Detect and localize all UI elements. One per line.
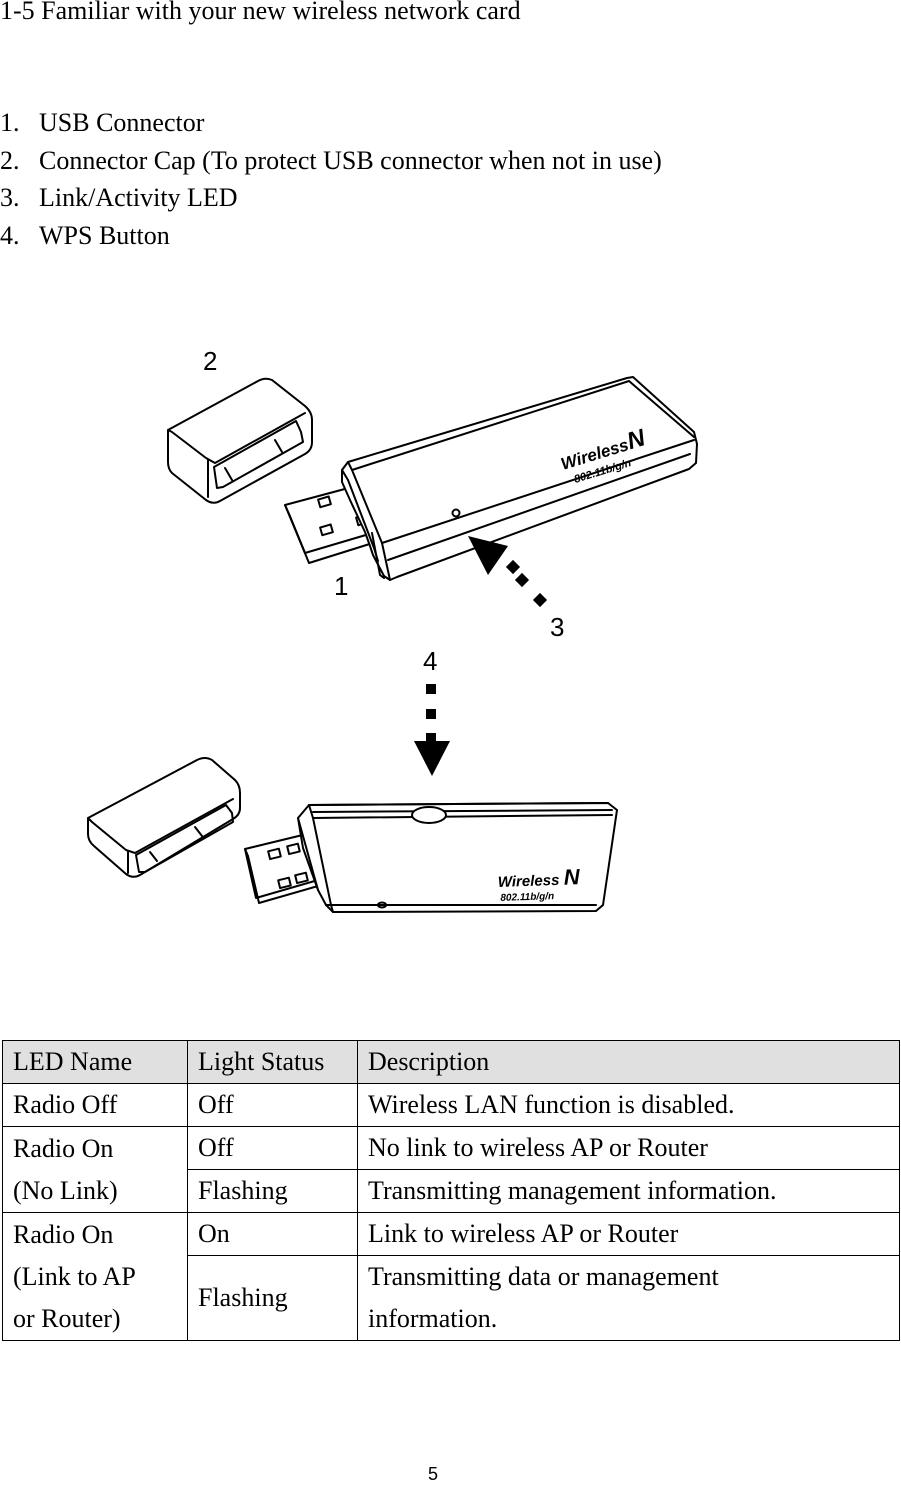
led-status-table: LED Name Light Status Description Radio …: [2, 1040, 900, 1341]
led-name-line: Radio On: [13, 1219, 114, 1249]
led-name-line: (No Link): [13, 1175, 118, 1205]
description-cell: Link to wireless AP or Router: [357, 1212, 900, 1256]
status-cell: Flashing: [187, 1169, 358, 1213]
led-indicator: [451, 508, 461, 518]
description-cell: Wireless LAN function is disabled.: [357, 1083, 900, 1127]
callout-3: 3: [550, 612, 564, 642]
item-number: 1.: [0, 108, 20, 137]
status-cell: On: [187, 1212, 358, 1256]
page-number: 5: [427, 1464, 438, 1484]
brand-text: Wireless: [498, 872, 560, 891]
parts-list-item: 2. Connector Cap (To protect USB connecto…: [0, 144, 662, 182]
description-cell: Transmitting management information.: [357, 1169, 900, 1213]
table-row: Radio Off Off Wireless LAN function is d…: [2, 1083, 900, 1127]
status-cell: Off: [187, 1126, 358, 1170]
status-cell: Off: [187, 1083, 358, 1127]
header-description: Description: [357, 1040, 900, 1084]
callout-2: 2: [203, 346, 217, 376]
item-number: 4.: [0, 220, 20, 250]
standard-text: 802.11b/g/n: [500, 891, 554, 904]
table-row: Radio On (No Link) Off No link to wireles…: [2, 1126, 900, 1213]
description-line: information.: [368, 1304, 498, 1333]
led-name-cell: Radio On (No Link): [2, 1126, 188, 1213]
led-callout-arrow: [468, 536, 548, 608]
adapter-body-bottom: [297, 802, 618, 913]
callout-4: 4: [423, 646, 437, 676]
header-led-name: LED Name: [2, 1040, 188, 1084]
table-header-row: LED Name Light Status Description: [2, 1040, 900, 1084]
adapter-illustration: Wireless N 802.11b/g/n 2 1 3 4: [87, 346, 698, 913]
item-label: USB Connector: [39, 108, 205, 137]
parts-list-item: 4. WPS Button: [0, 219, 662, 257]
parts-list-item: 3. Link/Activity LED: [0, 181, 662, 219]
led-name-line: or Router): [13, 1303, 121, 1333]
table-row: Flashing Transmitting data or management…: [3, 1255, 900, 1341]
description-cell: No link to wireless AP or Router: [357, 1126, 900, 1170]
connector-cap-bottom: [87, 757, 241, 878]
connector-cap-top: [167, 377, 313, 504]
description-line: Transmitting data or management: [368, 1262, 719, 1291]
led-name-cell: Radio Off: [2, 1083, 188, 1127]
item-number: 3.: [0, 183, 20, 212]
header-light-status: Light Status: [187, 1040, 358, 1084]
brand-logo-bottom: Wireless N 802.11b/g/n: [498, 864, 582, 904]
status-cell: Flashing: [187, 1255, 358, 1341]
description-cell: Transmitting data or management informati…: [357, 1255, 900, 1341]
table-row: Radio On (Link to AP or Router) On Link to…: [2, 1212, 900, 1341]
brand-mark: N: [563, 864, 581, 890]
wps-button: [411, 806, 447, 824]
parts-list-item: 1. USB Connector: [0, 106, 662, 144]
callout-1: 1: [334, 571, 348, 601]
item-label: Connector Cap (To protect USB connector …: [39, 145, 662, 175]
led-name-cell: Radio On (Link to AP or Router): [2, 1212, 188, 1341]
item-number: 2.: [0, 145, 20, 175]
table-row: Flashing Transmitting management informa…: [3, 1169, 900, 1213]
item-label: Link/Activity LED: [39, 183, 238, 212]
wps-callout-arrow: [414, 684, 450, 776]
section-heading: 1-5 Familiar with your new wireless netw…: [0, 0, 521, 25]
led-name-line: (Link to AP: [13, 1261, 136, 1291]
parts-list: 1. USB Connector 2. Connector Cap (To prot…: [0, 106, 662, 256]
item-label: WPS Button: [39, 220, 170, 250]
adapter-body-top: [341, 376, 698, 581]
led-name-line: Radio On: [13, 1133, 114, 1163]
